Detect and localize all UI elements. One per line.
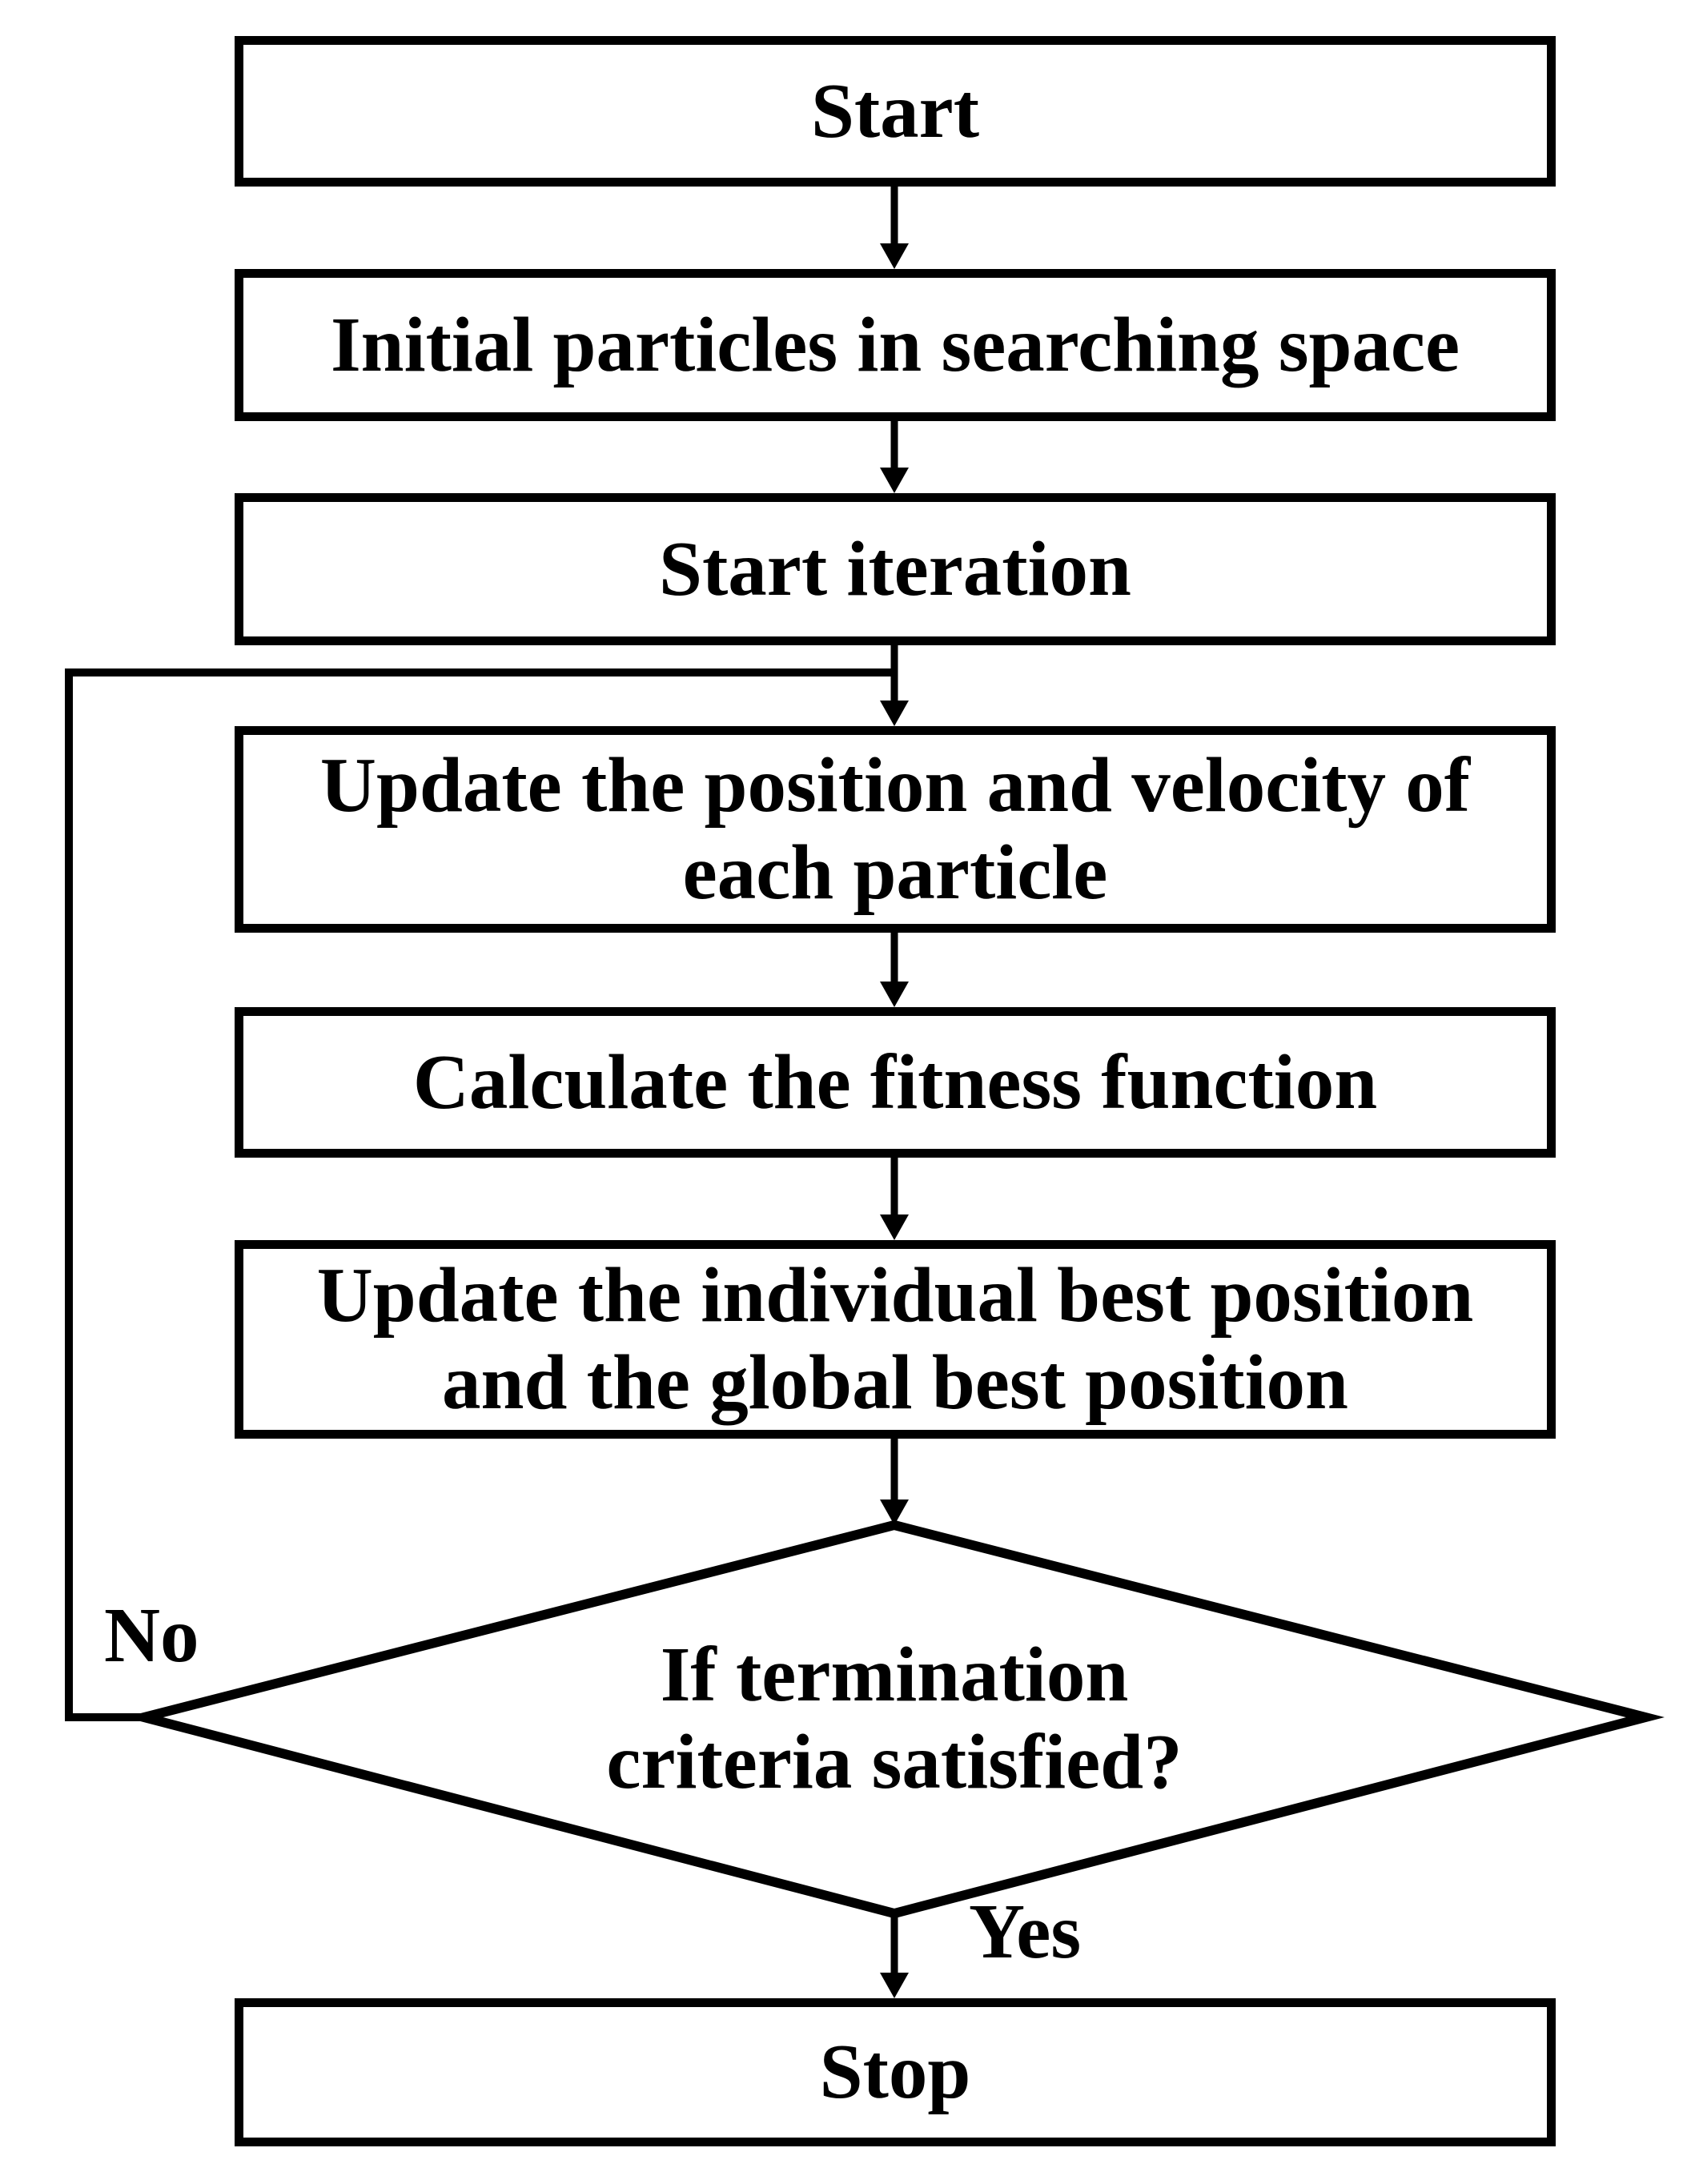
node-calculate-fitness: Calculate the fitness function [235,1007,1556,1158]
node-stop: Stop [235,1998,1556,2146]
node-start-iteration-label: Start iteration [659,525,1131,612]
node-start: Start [235,36,1556,187]
node-update-particles-label: Update the position and velocity of each… [319,742,1471,915]
node-start-iteration: Start iteration [235,493,1556,645]
node-start-label: Start [810,67,980,154]
loop-no-path [65,668,894,1721]
edge-label-yes: Yes [969,1889,1082,1974]
node-initial-particles: Initial particles in searching space [235,269,1556,421]
arrow-update-to-fitness [880,933,909,1007]
node-update-best-label: Update the individual best position and … [316,1252,1474,1425]
node-calculate-fitness-label: Calculate the fitness function [412,1038,1378,1125]
node-update-best: Update the individual best position and … [235,1240,1556,1439]
node-decision-label: If termination criteria satisfied? [606,1632,1183,1805]
arrow-initial-to-iteration [880,421,909,493]
node-stop-label: Stop [819,2029,971,2115]
arrow-best-to-decision [880,1439,909,1525]
node-initial-particles-label: Initial particles in searching space [330,301,1460,387]
edge-label-no: No [104,1592,199,1678]
arrow-iteration-to-update [880,645,909,726]
node-decision: If termination criteria satisfied? [494,1619,1295,1819]
node-update-particles: Update the position and velocity of each… [235,726,1556,933]
arrow-decision-to-stop [880,1913,909,1998]
arrow-fitness-to-best [880,1158,909,1240]
arrow-start-to-initial [880,187,909,269]
